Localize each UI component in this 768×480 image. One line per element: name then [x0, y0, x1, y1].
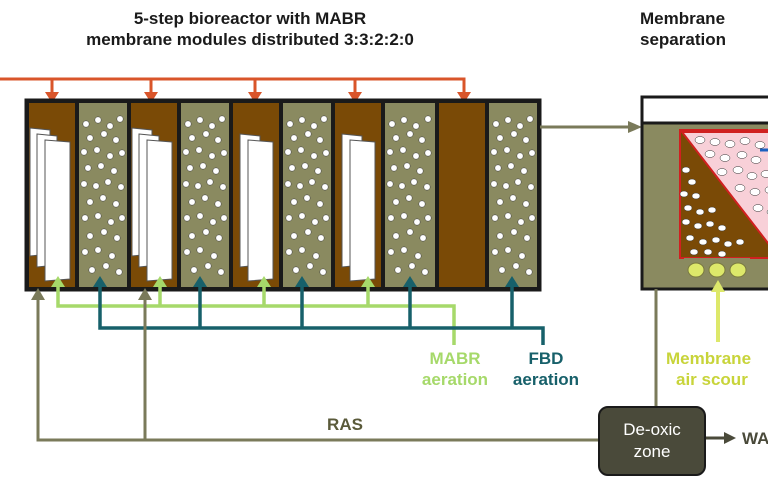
membrane-title-line2: separation: [640, 30, 726, 49]
mabr-aeration-arrowheads: [51, 276, 375, 287]
scour-label-line1: Membrane: [666, 349, 752, 368]
fbd-label-line2: aeration: [512, 370, 580, 389]
membrane-media: [679, 136, 768, 258]
deoxic-label-line2: zone: [633, 442, 671, 461]
transfer-arrow: [540, 121, 642, 133]
mabr-aeration-lines: [56, 285, 456, 345]
membrane-title-line1: Membrane: [640, 9, 726, 28]
media-cell-1: [80, 115, 126, 276]
air-scour-bubbles: [687, 262, 747, 278]
fbd-label-line1: FBD: [528, 349, 564, 368]
scour-label-line2: air scour: [676, 370, 748, 389]
bioreactor-title-line1: 5-step bioreactor with MABR: [133, 9, 367, 28]
mabr-label-line2: aeration: [421, 370, 489, 389]
deoxic-label-line1: De-oxic: [623, 420, 681, 439]
fbd-aeration-arrowheads: [93, 276, 519, 287]
membrane-separation-title: Membrane separation: [640, 8, 768, 50]
air-scour-label: Membrane air scour: [666, 348, 768, 390]
waste-arrow: [706, 432, 736, 444]
membrane-permeate-zone: [679, 131, 768, 245]
mabr-label-line1: MABR: [429, 349, 481, 368]
media-cell-5: [490, 115, 536, 276]
ras-arrowheads: [31, 288, 152, 300]
mabr-modules: [29, 127, 376, 282]
carrier-media: [80, 115, 536, 276]
bioreactor-title: 5-step bioreactor with MABR membrane mod…: [20, 8, 480, 50]
feed-arrowheads: [45, 92, 471, 103]
mabr-cell-5: [437, 101, 487, 289]
deoxic-zone: De-oxic zone: [598, 406, 706, 476]
fbd-aeration-lines: [98, 285, 545, 345]
media-cell-2: [182, 115, 228, 276]
media-cell-4: [386, 115, 432, 276]
media-cell-3: [284, 115, 330, 276]
feed-distribution-lines: [0, 77, 466, 92]
ras-lines: [36, 289, 658, 442]
membrane-tank: [640, 95, 768, 291]
bioreactor-title-line2: membrane modules distributed 3:3:2:2:0: [86, 30, 414, 49]
fbd-aeration-label: FBD aeration: [500, 348, 592, 390]
air-scour-arrow: [711, 280, 725, 342]
mabr-aeration-label: MABR aeration: [410, 348, 500, 390]
ras-label: RAS: [327, 415, 363, 434]
waste-label: WA: [742, 429, 768, 448]
